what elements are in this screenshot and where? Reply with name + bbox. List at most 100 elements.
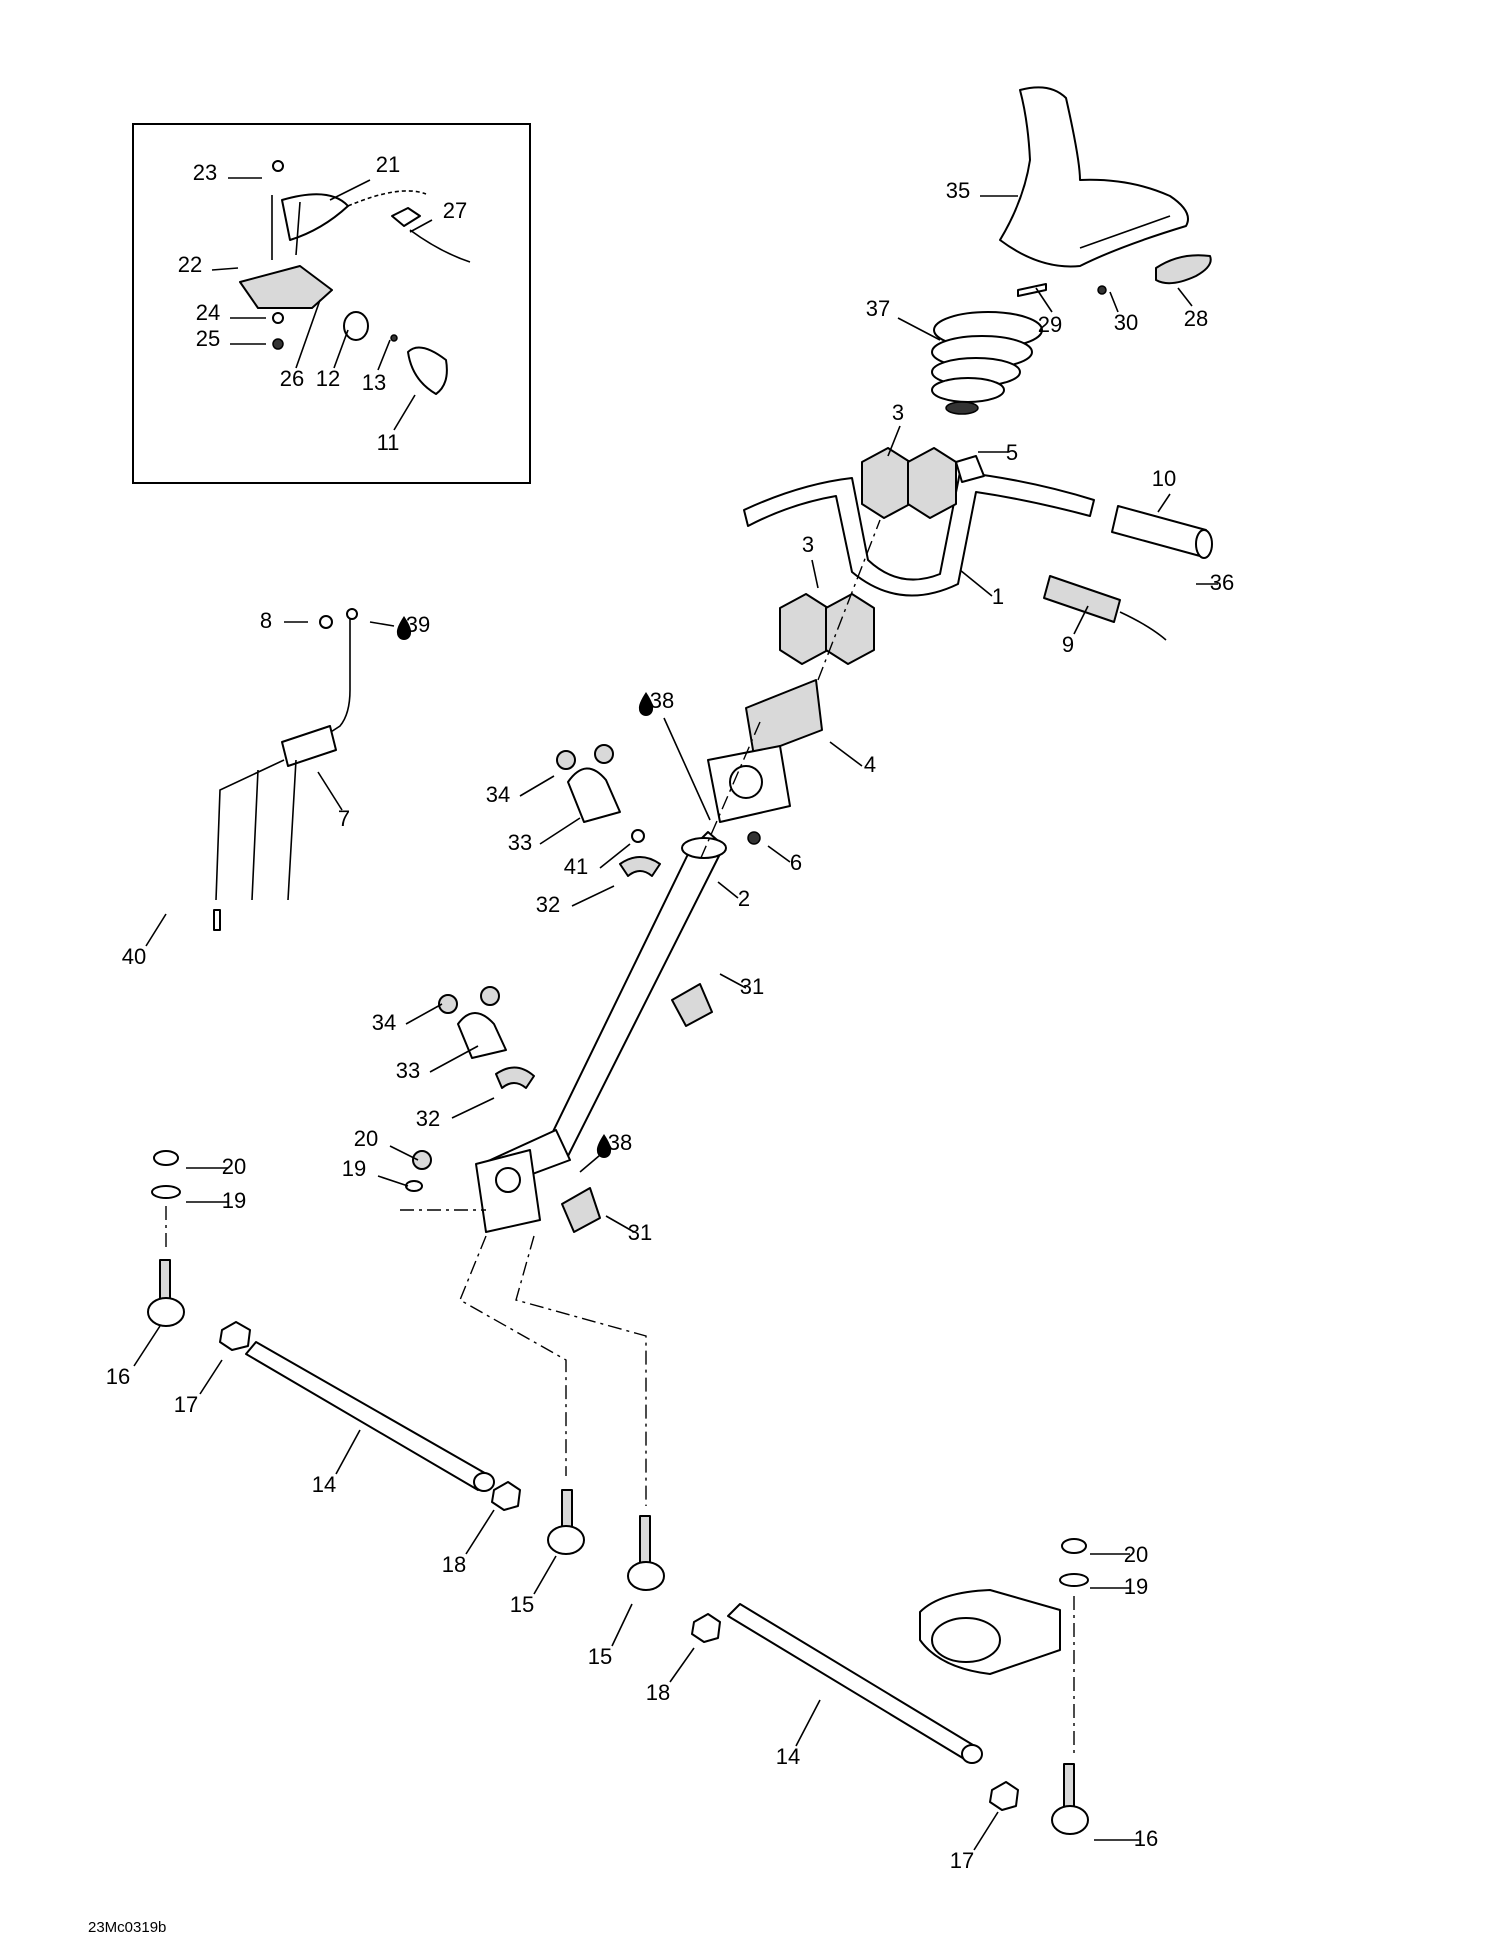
callout-label-17: 17 — [950, 1848, 974, 1873]
callout-label-19: 19 — [222, 1188, 246, 1213]
callout-leader-10 — [1157, 493, 1171, 513]
callout-label-3: 3 — [892, 400, 904, 425]
oil-drop-icon — [638, 692, 654, 716]
callout-label-41: 41 — [564, 854, 588, 879]
callout-label-18: 18 — [442, 1552, 466, 1577]
handlebar-assembly — [743, 447, 1213, 665]
callout-leader-31 — [605, 1215, 635, 1233]
callout-label-21: 21 — [376, 152, 400, 177]
callout-leader-3 — [887, 425, 901, 457]
lubricant-markers — [396, 616, 654, 1158]
callout-leader-9 — [1073, 605, 1089, 635]
windshield-assembly — [999, 86, 1212, 297]
column-clamps — [405, 744, 713, 1233]
callout-label-4: 4 — [864, 752, 876, 777]
callout-label-23: 23 — [193, 160, 217, 185]
callout-label-20: 20 — [354, 1126, 378, 1151]
callout-label-16: 16 — [106, 1364, 130, 1389]
callout-leader-33 — [429, 1045, 479, 1073]
callout-label-34: 34 — [486, 782, 510, 807]
callout-leader-21 — [329, 179, 371, 201]
callout-label-11: 11 — [377, 430, 400, 455]
callout-label-12: 12 — [316, 366, 340, 391]
callout-leader-7 — [317, 771, 343, 811]
callout-leader-34 — [519, 775, 555, 797]
callout-label-33: 33 — [508, 830, 532, 855]
callout-label-2: 2 — [738, 886, 750, 911]
callout-label-31: 31 — [628, 1220, 652, 1245]
steering-boot — [931, 311, 1043, 415]
callout-label-34: 34 — [372, 1010, 396, 1035]
callout-leader-11 — [393, 394, 416, 431]
callout-leader-39 — [369, 621, 395, 627]
callout-label-26: 26 — [280, 366, 304, 391]
callout-label-7: 7 — [338, 806, 350, 831]
callout-leader-34 — [405, 1003, 443, 1025]
callout-label-32: 32 — [536, 892, 560, 917]
callout-label-38: 38 — [650, 688, 674, 713]
callout-leader-16 — [133, 1325, 161, 1367]
callout-leader-4 — [829, 741, 863, 767]
callout-label-24: 24 — [196, 300, 220, 325]
callout-leader-1 — [959, 569, 993, 597]
callout-label-15: 15 — [510, 1592, 534, 1617]
callout-label-3: 3 — [802, 532, 814, 557]
oil-drop-icon — [396, 616, 412, 640]
throttle-cable — [213, 608, 358, 931]
callout-label-9: 9 — [1062, 632, 1074, 657]
oil-drop-icon — [596, 1134, 612, 1158]
callout-label-17: 17 — [174, 1392, 198, 1417]
callout-leader-40 — [145, 913, 167, 947]
inset-frame — [132, 123, 531, 484]
alignment-line — [515, 1235, 647, 1506]
callout-label-19: 19 — [342, 1156, 366, 1181]
callout-leader-17 — [973, 1811, 999, 1851]
callout-label-35: 35 — [946, 178, 970, 203]
throttle-housing-detail — [239, 160, 471, 395]
callout-label-19: 19 — [1124, 1574, 1148, 1599]
callout-label-13: 13 — [362, 370, 386, 395]
callout-leader-22 — [211, 267, 239, 271]
callout-leader-18 — [669, 1647, 695, 1683]
callout-label-37: 37 — [866, 296, 890, 321]
callout-label-25: 25 — [196, 326, 220, 351]
callout-leader-31 — [719, 973, 747, 989]
callout-leader-20 — [389, 1145, 419, 1161]
callout-leader-3 — [811, 559, 819, 589]
callout-leader-19 — [377, 1175, 409, 1187]
callout-leader-15 — [611, 1603, 633, 1647]
callout-label-28: 28 — [1184, 306, 1208, 331]
alignment-line — [459, 1235, 567, 1476]
callout-label-36: 36 — [1210, 570, 1234, 595]
callout-leader-27 — [409, 219, 433, 233]
callout-leader-32 — [451, 1097, 495, 1119]
diagram-code: 23Mc0319b — [88, 1919, 166, 1936]
callout-label-10: 10 — [1152, 466, 1176, 491]
callout-leader-15 — [533, 1555, 557, 1595]
callout-leader-17 — [199, 1359, 223, 1395]
callout-label-20: 20 — [1124, 1542, 1148, 1567]
callout-leader-28 — [1177, 287, 1193, 307]
callout-label-18: 18 — [646, 1680, 670, 1705]
callout-label-5: 5 — [1006, 440, 1018, 465]
callout-label-40: 40 — [122, 944, 146, 969]
callout-leader-14 — [335, 1429, 361, 1475]
callout-leader-26 — [295, 299, 321, 369]
callout-label-31: 31 — [740, 974, 764, 999]
tie-rod-assembly — [147, 1150, 1089, 1835]
callout-label-14: 14 — [312, 1472, 336, 1497]
callout-label-20: 20 — [222, 1154, 246, 1179]
callout-label-33: 33 — [396, 1058, 420, 1083]
callout-leader-18 — [465, 1509, 495, 1555]
callout-leader-6 — [767, 845, 791, 863]
callout-label-38: 38 — [608, 1130, 632, 1155]
callout-leader-38 — [663, 717, 711, 821]
callout-label-27: 27 — [443, 198, 467, 223]
callout-label-29: 29 — [1038, 312, 1062, 337]
callout-label-32: 32 — [416, 1106, 440, 1131]
callout-leader-14 — [795, 1699, 821, 1747]
alignment-line — [699, 519, 881, 861]
callout-label-1: 1 — [992, 584, 1004, 609]
callout-leader-12 — [333, 329, 349, 369]
